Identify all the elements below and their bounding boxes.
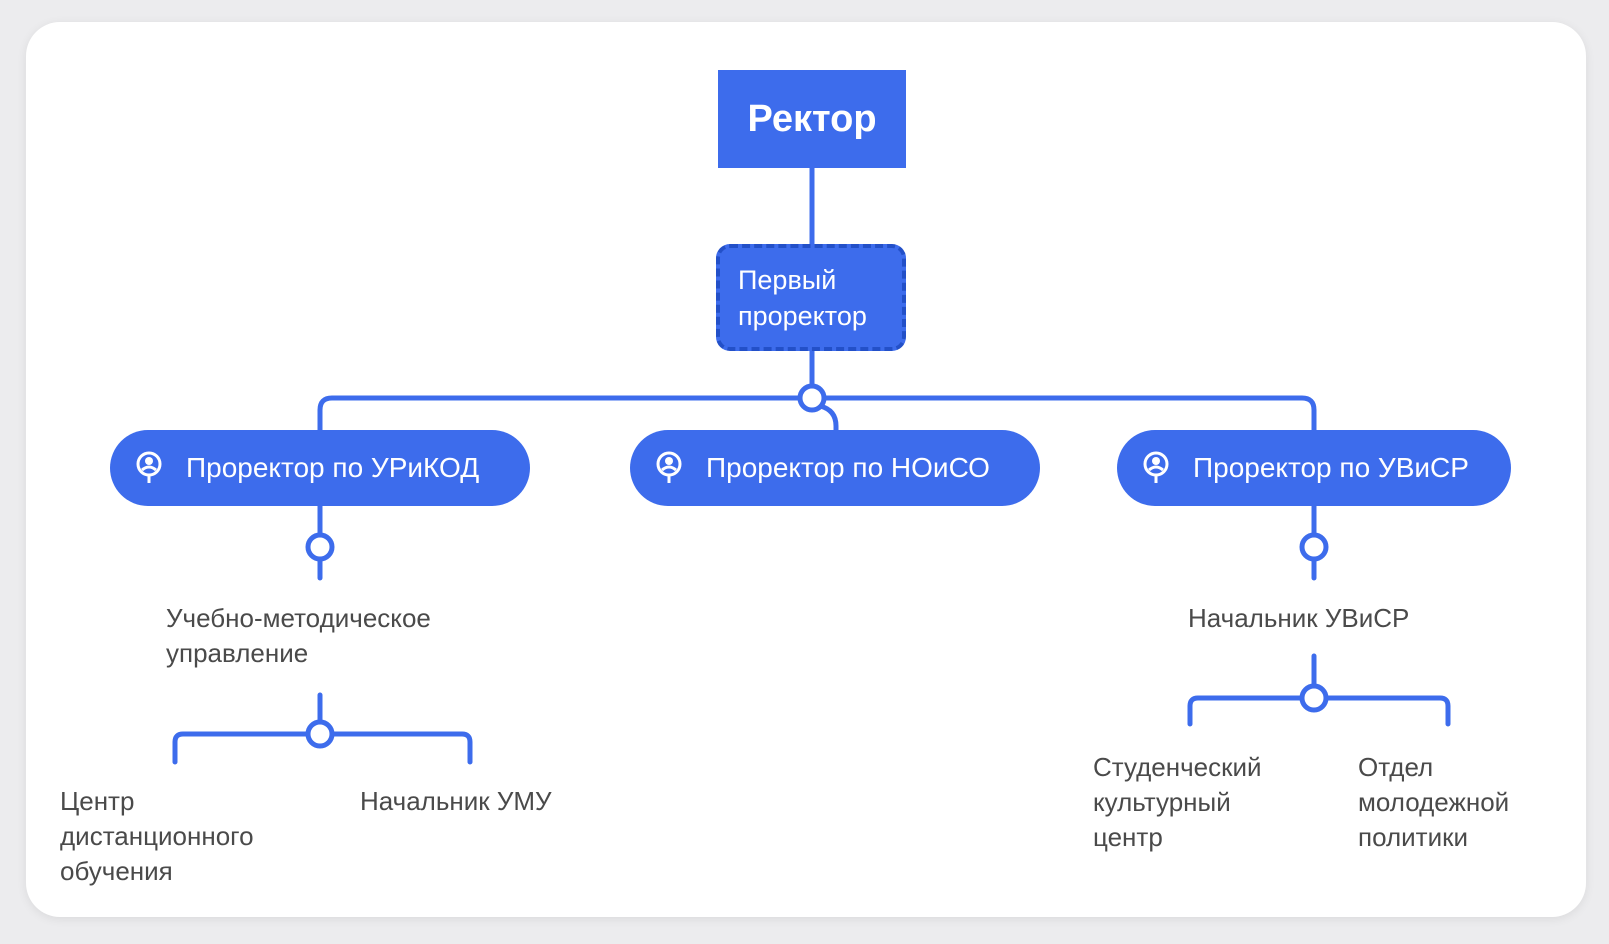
node-umu-department-line-2: управление [166, 638, 309, 668]
node-umu-head: Начальник УМУ [360, 784, 552, 819]
node-rector: Ректор [718, 70, 906, 168]
node-distance-learning-center: Центр дистанционного обучения [60, 784, 254, 889]
node-prorector-urikod-label: Проректор по УРиКОД [186, 452, 480, 483]
node-distance-learning-line-1: Центр [60, 786, 135, 816]
node-student-culture-line-1: Студенческий [1093, 752, 1262, 782]
node-umu-department-line-1: Учебно-методическое [166, 603, 431, 633]
person-badge-icon [656, 451, 682, 483]
node-prorector-uvisr-label: Проректор по УВиСР [1193, 452, 1469, 483]
node-prorector-uvisr: Проректор по УВиСР [1117, 430, 1511, 506]
junction-circle-right-bracket [1299, 683, 1329, 713]
person-badge-icon [136, 451, 162, 483]
node-student-culture-line-3: центр [1093, 822, 1163, 852]
junction-circle-left-bracket [305, 719, 335, 749]
link-junction-right [821, 395, 1317, 433]
node-youth-policy-department: Отдел молодежной политики [1358, 750, 1509, 855]
node-uvisr-head: Начальник УВиСР [1188, 601, 1409, 636]
node-uvisr-head-line-1: Начальник УВиСР [1188, 603, 1410, 633]
node-prorector-noiso: Проректор по НОиСО [630, 430, 1040, 506]
node-rector-label: Ректор [747, 97, 877, 140]
node-first-prorector-line-1: Первый [738, 265, 837, 295]
node-student-culture-line-2: культурный [1093, 787, 1231, 817]
node-distance-learning-line-3: обучения [60, 856, 173, 886]
person-badge-icon [1143, 451, 1169, 483]
node-prorector-urikod: Проректор по УРиКОД [110, 430, 530, 506]
junction-circle-left [305, 532, 335, 562]
node-prorector-noiso-label: Проректор по НОиСО [706, 452, 990, 483]
node-first-prorector: Первый проректор [716, 244, 906, 351]
node-youth-policy-line-3: политики [1358, 822, 1468, 852]
node-youth-policy-line-1: Отдел [1358, 752, 1434, 782]
node-first-prorector-line-2: проректор [738, 301, 867, 331]
node-umu-head-line-1: Начальник УМУ [360, 786, 552, 816]
node-umu-department: Учебно-методическое управление [166, 601, 431, 671]
node-student-culture-center: Студенческий культурный центр [1093, 750, 1262, 855]
junction-circle-right [1299, 532, 1329, 562]
junction-circle-top [797, 383, 827, 413]
node-distance-learning-line-2: дистанционного [60, 821, 254, 851]
link-junction-center [817, 403, 839, 433]
link-junction-left [317, 395, 803, 433]
node-youth-policy-line-2: молодежной [1358, 787, 1510, 817]
